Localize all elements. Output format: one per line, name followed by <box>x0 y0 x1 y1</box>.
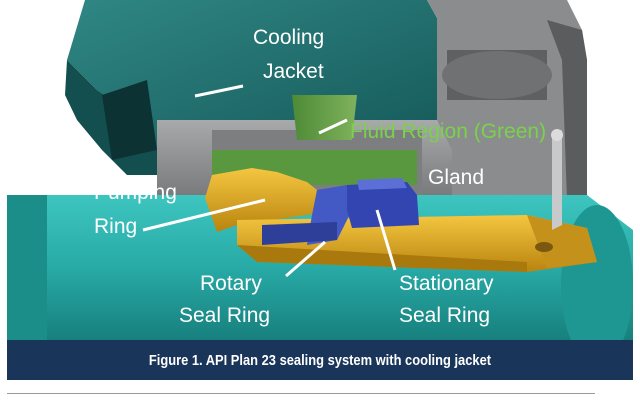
label-cooling-jacket-1: Cooling <box>253 26 324 49</box>
label-cooling-jacket-2: Jacket <box>263 60 324 83</box>
leader-lines <box>142 84 397 278</box>
seal-cutaway-svg: Cooling Jacket Fluid Region (Green) Glan… <box>7 0 633 340</box>
label-pumping-ring-2: Ring <box>94 215 137 238</box>
label-pumping-ring-1: Pumping <box>94 181 177 204</box>
divider <box>7 393 595 394</box>
figure: Cooling Jacket Fluid Region (Green) Glan… <box>7 0 633 382</box>
gland-bolt <box>551 129 563 230</box>
figure-caption-bar: Figure 1. API Plan 23 sealing system wit… <box>7 340 633 380</box>
figure-caption: Figure 1. API Plan 23 sealing system wit… <box>148 351 492 369</box>
label-rotary-seal-ring-1: Rotary <box>200 272 262 295</box>
label-stationary-seal-ring-2: Seal Ring <box>399 304 490 327</box>
label-gland: Gland <box>428 166 484 189</box>
seal-cutaway-illustration: Cooling Jacket Fluid Region (Green) Glan… <box>7 0 633 340</box>
rotary-seal-ring <box>262 185 352 245</box>
label-fluid-region: Fluid Region (Green) <box>350 120 546 143</box>
stationary-seal-ring <box>347 178 419 228</box>
label-stationary-seal-ring-1: Stationary <box>399 272 494 295</box>
label-rotary-seal-ring-2: Seal Ring <box>179 304 270 327</box>
pump-housing <box>427 0 587 200</box>
